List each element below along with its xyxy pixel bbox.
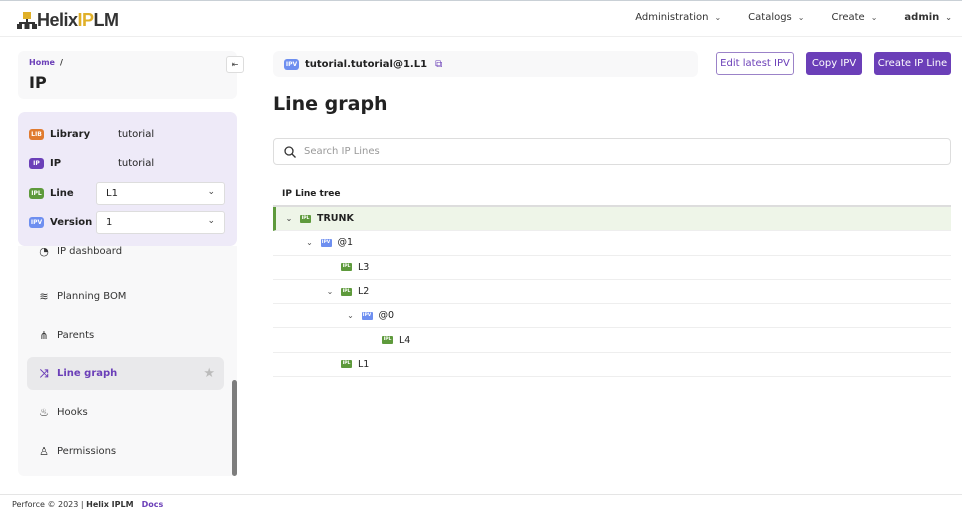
sidebar-item-planning-bom[interactable]: ≋Planning BOM	[27, 280, 224, 313]
chevron-down-icon[interactable]: ⌄	[306, 238, 313, 248]
ipv-tag-icon: IPV	[284, 58, 299, 70]
page-title: Line graph	[273, 93, 388, 115]
sidebar-item-line-graph[interactable]: ⤨Line graph★	[27, 357, 224, 390]
user-menu[interactable]: admin⌄	[904, 12, 952, 23]
sidebar-item-ip-dashboard[interactable]: ◔IP dashboard2	[27, 246, 224, 262]
library-tag-icon: LIB	[29, 129, 44, 140]
tree-column-header: IP Line tree	[273, 183, 951, 207]
shuffle-icon: ⤨	[39, 366, 49, 380]
tree-row[interactable]: IPL L4	[273, 328, 951, 353]
tree-row[interactable]: ⌄ IPV @0	[273, 304, 951, 329]
user-icon: ♙	[39, 445, 49, 458]
copy-icon[interactable]: ⧉	[435, 58, 443, 70]
edit-latest-ipv-button[interactable]: Edit latest IPV	[716, 52, 794, 75]
library-value[interactable]: tutorial	[118, 129, 155, 140]
chevron-down-icon: ⌄	[945, 13, 952, 22]
ip-value[interactable]: tutorial	[118, 158, 155, 169]
sidebar-item-hooks[interactable]: ♨Hooks	[27, 396, 224, 429]
ipl-tag-icon: IPL	[341, 287, 352, 296]
chevron-down-icon: ⌄	[797, 13, 805, 22]
breadcrumb-home[interactable]: Home	[29, 58, 55, 67]
logo-hierarchy-icon	[17, 11, 37, 29]
flame-icon: ♨	[39, 406, 49, 419]
breadcrumb: Home/	[29, 58, 63, 67]
tree-row[interactable]: ⌄ IPL L2	[273, 280, 951, 305]
version-tag-icon: IPV	[29, 217, 44, 228]
star-icon[interactable]: ★	[203, 366, 215, 381]
tree-row[interactable]: IPL L1	[273, 353, 951, 378]
search-box	[273, 138, 951, 165]
ipl-tag-icon: IPL	[300, 214, 311, 223]
chevron-down-icon: ⌄	[207, 216, 215, 226]
docs-link[interactable]: Docs	[141, 500, 164, 509]
nav-create[interactable]: Create⌄	[831, 12, 878, 23]
nav-administration[interactable]: Administration⌄	[635, 12, 722, 23]
create-ip-line-button[interactable]: Create IP Line	[874, 52, 951, 75]
search-icon	[284, 145, 296, 158]
version-select[interactable]: 1⌄	[96, 211, 225, 234]
tree-row[interactable]: ⌄ IPL TRUNK	[273, 207, 951, 232]
chevron-down-icon[interactable]: ⌄	[285, 214, 293, 224]
dashboard-icon: ◔	[39, 246, 49, 258]
ipv-tag-icon: IPV	[320, 238, 332, 247]
line-select[interactable]: L1⌄	[96, 182, 225, 205]
ipv-tag-icon: IPV	[361, 311, 373, 320]
ip-tag-icon: IP	[29, 158, 44, 169]
hierarchy-icon: ⋔	[39, 329, 49, 342]
layers-icon: ≋	[39, 290, 49, 303]
tree-node-label: @0	[378, 310, 395, 322]
chevron-down-icon: ⌄	[714, 13, 722, 22]
ipl-tag-icon: IPL	[341, 360, 352, 369]
chevron-down-icon: ⌄	[870, 13, 878, 22]
chevron-down-icon: ⌄	[207, 187, 215, 197]
tree-node-label: L2	[358, 286, 370, 298]
line-tag-icon: IPL	[29, 188, 44, 199]
ip-header-card: Home/ IP	[18, 51, 237, 99]
nav-catalogs[interactable]: Catalogs⌄	[748, 12, 805, 23]
sidebar-item-permissions[interactable]: ♙Permissions	[27, 435, 224, 468]
sidebar-item-parents[interactable]: ⋔Parents	[27, 319, 224, 352]
page-section-title: IP	[29, 73, 47, 92]
tree-row[interactable]: ⌄ IPV @1	[273, 231, 951, 256]
tree-node-label: L1	[358, 358, 370, 370]
chevron-down-icon[interactable]: ⌄	[347, 311, 354, 321]
sidebar-nav: ◔IP dashboard2 ≋Planning BOM ⋔Parents ⤨L…	[18, 246, 237, 476]
tree-node-label: @1	[337, 237, 354, 249]
chevron-down-icon[interactable]: ⌄	[326, 287, 334, 297]
tree-node-label: L4	[399, 334, 411, 346]
search-input[interactable]	[304, 146, 904, 157]
tree-node-label: L3	[358, 261, 370, 273]
copy-ipv-button[interactable]: Copy IPV	[806, 52, 862, 75]
tree-row[interactable]: IPL L3	[273, 256, 951, 280]
ipl-tag-icon: IPL	[341, 263, 352, 272]
sidebar-scrollbar[interactable]	[232, 380, 237, 476]
tree-node-label: TRUNK	[317, 213, 354, 225]
collapse-sidebar-button[interactable]: ⇤	[226, 56, 244, 73]
ipl-tag-icon: IPL	[382, 336, 393, 345]
